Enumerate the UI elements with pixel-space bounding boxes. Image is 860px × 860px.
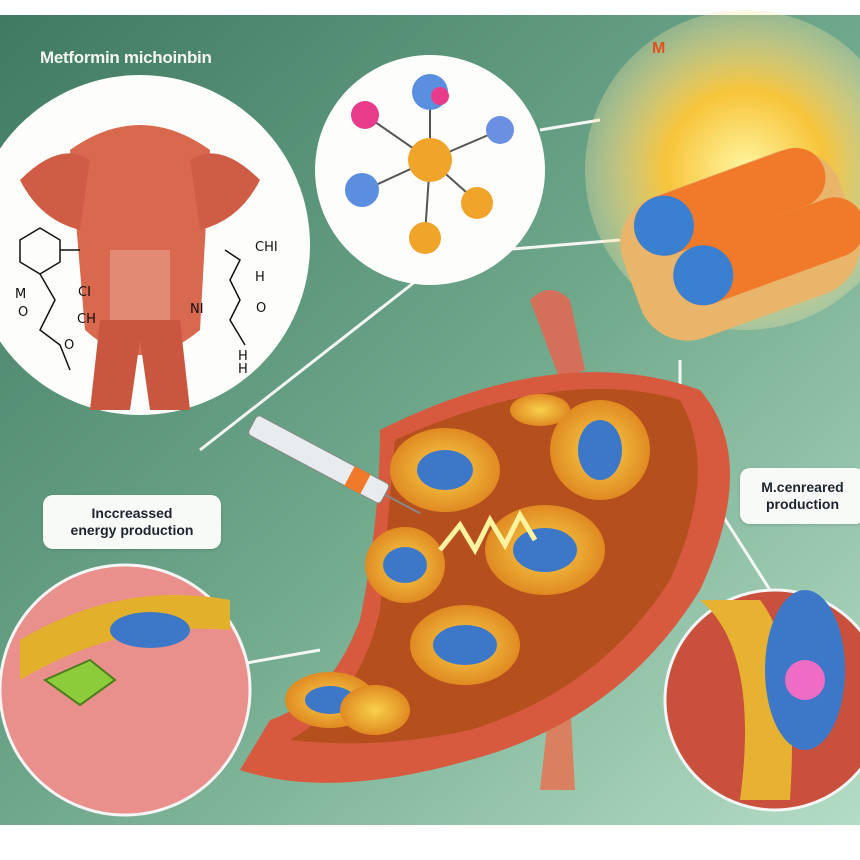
molecule-circle — [315, 55, 545, 285]
chem-label: O — [256, 301, 267, 316]
chem-label: M — [15, 287, 27, 302]
cell-closeup-circle — [663, 588, 860, 812]
energy-spark — [438, 509, 538, 556]
chem-label: H — [238, 349, 248, 364]
chem-label: H — [238, 362, 248, 377]
chem-label: H — [255, 270, 265, 285]
title: Metformin michoinbin — [40, 48, 212, 67]
muscle-cell-figure — [240, 290, 730, 790]
tissue-closeup-circle — [0, 563, 252, 817]
chem-label: NI — [190, 302, 204, 317]
syringe — [248, 415, 421, 515]
pill-letter: M — [652, 40, 666, 57]
chem-label: CI — [78, 285, 91, 300]
label-line: energy production — [70, 522, 194, 538]
pill-circle — [585, 10, 860, 341]
chem-label: O — [18, 305, 29, 320]
label-production: M.cenreared production — [740, 468, 860, 524]
chem-label: O — [64, 338, 75, 353]
label-increased-energy: Inccreassed energy production — [43, 495, 221, 549]
label-line: M.cenreared — [761, 479, 844, 495]
chem-label: CH — [77, 312, 96, 327]
label-line: Inccreassed — [91, 505, 173, 521]
label-line: production — [765, 496, 840, 512]
chem-label: CHI — [255, 240, 278, 255]
muscle-anatomy-circle — [0, 75, 310, 415]
